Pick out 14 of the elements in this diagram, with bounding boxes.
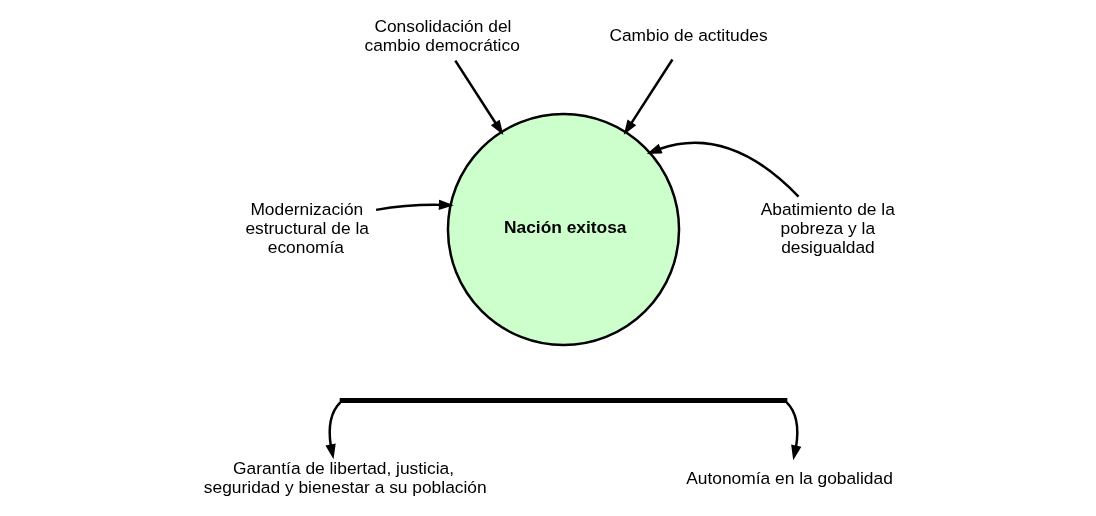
arrow <box>454 60 504 136</box>
arrow <box>785 401 802 461</box>
node-bar <box>339 397 788 403</box>
node-text: Consolidación del cambio democrático <box>364 16 520 55</box>
node-text: Cambio de actitudes <box>609 25 768 46</box>
arrow <box>623 58 674 135</box>
arrow <box>646 141 800 198</box>
arrow <box>325 401 342 460</box>
node-text: Autonomía en la gobalidad <box>686 467 893 488</box>
node-text: Abatimiento de la pobreza y la desigualdad <box>760 199 895 257</box>
node-circle: Nación exitosa <box>446 112 681 347</box>
node-text: Modernización estructural de la economía <box>245 199 369 257</box>
node-text: Garantía de libertad, justicia, seguridad y bienestar a su población <box>203 458 487 498</box>
arrow <box>375 199 454 212</box>
